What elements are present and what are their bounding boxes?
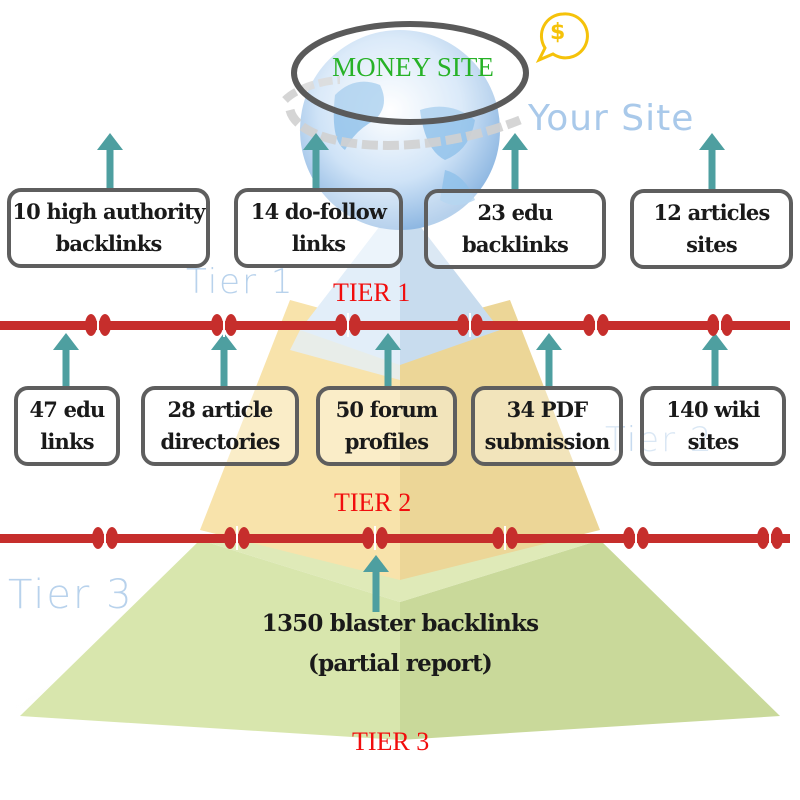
box-line: 50 forum bbox=[335, 397, 439, 422]
tier2-pyramid-segment bbox=[200, 300, 600, 580]
box-line: 140 wiki bbox=[666, 397, 760, 422]
tier1-chain-divider bbox=[0, 313, 790, 337]
box-line: 12 articles bbox=[653, 200, 770, 225]
money-site-ellipse bbox=[291, 21, 529, 125]
box-line: 14 do-follow bbox=[250, 199, 387, 224]
tier2-label: TIER 2 bbox=[334, 488, 412, 517]
box-line: directories bbox=[160, 429, 280, 454]
tier1-up-arrow bbox=[502, 133, 528, 190]
tier1-box-do-follow: 14 do-follow links bbox=[234, 188, 403, 268]
box-line: 28 article bbox=[167, 397, 273, 422]
your-site-caption: Your Site bbox=[528, 98, 695, 139]
dollar-sign-glyph: $ bbox=[550, 20, 566, 45]
tier1-box-high-authority: 10 high authority backlinks bbox=[7, 188, 210, 268]
box-line: backlinks bbox=[461, 232, 569, 257]
tier3-text-line-1: 1350 blaster backlinks bbox=[261, 610, 539, 637]
tier2-up-arrow bbox=[211, 333, 237, 388]
tier1-box-articles-sites: 12 articles sites bbox=[630, 189, 793, 269]
tier2-box-edu-links: 47 edu links bbox=[14, 386, 120, 466]
tier2-box-wiki-sites: 140 wiki sites bbox=[640, 386, 786, 466]
tier1-box-edu-backlinks: 23 edu backlinks bbox=[424, 189, 606, 269]
box-line: submission bbox=[484, 429, 611, 454]
tier3-ghost-label: Tier 3 bbox=[8, 572, 134, 618]
box-line: profiles bbox=[344, 429, 429, 454]
tier1-label: TIER 1 bbox=[333, 278, 411, 307]
tier2-up-arrow bbox=[702, 333, 728, 388]
tier2-box-article-directories: 28 article directories bbox=[141, 386, 299, 466]
box-line: 47 edu bbox=[29, 397, 105, 422]
money-site-label: MONEY SITE bbox=[332, 52, 494, 82]
tier2-up-arrow bbox=[375, 333, 401, 388]
box-line: links bbox=[291, 231, 346, 256]
tier1-ghost-label: Tier 1 bbox=[186, 262, 295, 302]
tier3-text-line-2: (partial report) bbox=[308, 650, 493, 677]
tier2-chain-divider bbox=[0, 526, 790, 550]
box-line: backlinks bbox=[55, 231, 162, 256]
tier3-label: TIER 3 bbox=[352, 727, 430, 756]
dollar-speech-bubble-icon bbox=[535, 12, 589, 63]
tier2-up-arrow bbox=[536, 333, 562, 388]
box-line: 23 edu bbox=[477, 200, 553, 225]
tier3-up-arrow bbox=[363, 555, 389, 612]
box-line: sites bbox=[686, 232, 737, 257]
tier2-up-arrow bbox=[53, 333, 79, 388]
box-line: 34 PDF bbox=[506, 397, 588, 422]
tier1-up-arrow bbox=[699, 133, 725, 190]
tier2-box-pdf-submission: 34 PDF submission bbox=[471, 386, 623, 466]
box-line: sites bbox=[687, 429, 739, 454]
tier1-up-arrow bbox=[97, 133, 123, 190]
tier1-up-arrow bbox=[303, 133, 329, 190]
tier2-box-forum-profiles: 50 forum profiles bbox=[316, 386, 457, 466]
box-line: links bbox=[40, 429, 94, 454]
box-line: 10 high authority bbox=[12, 199, 205, 224]
